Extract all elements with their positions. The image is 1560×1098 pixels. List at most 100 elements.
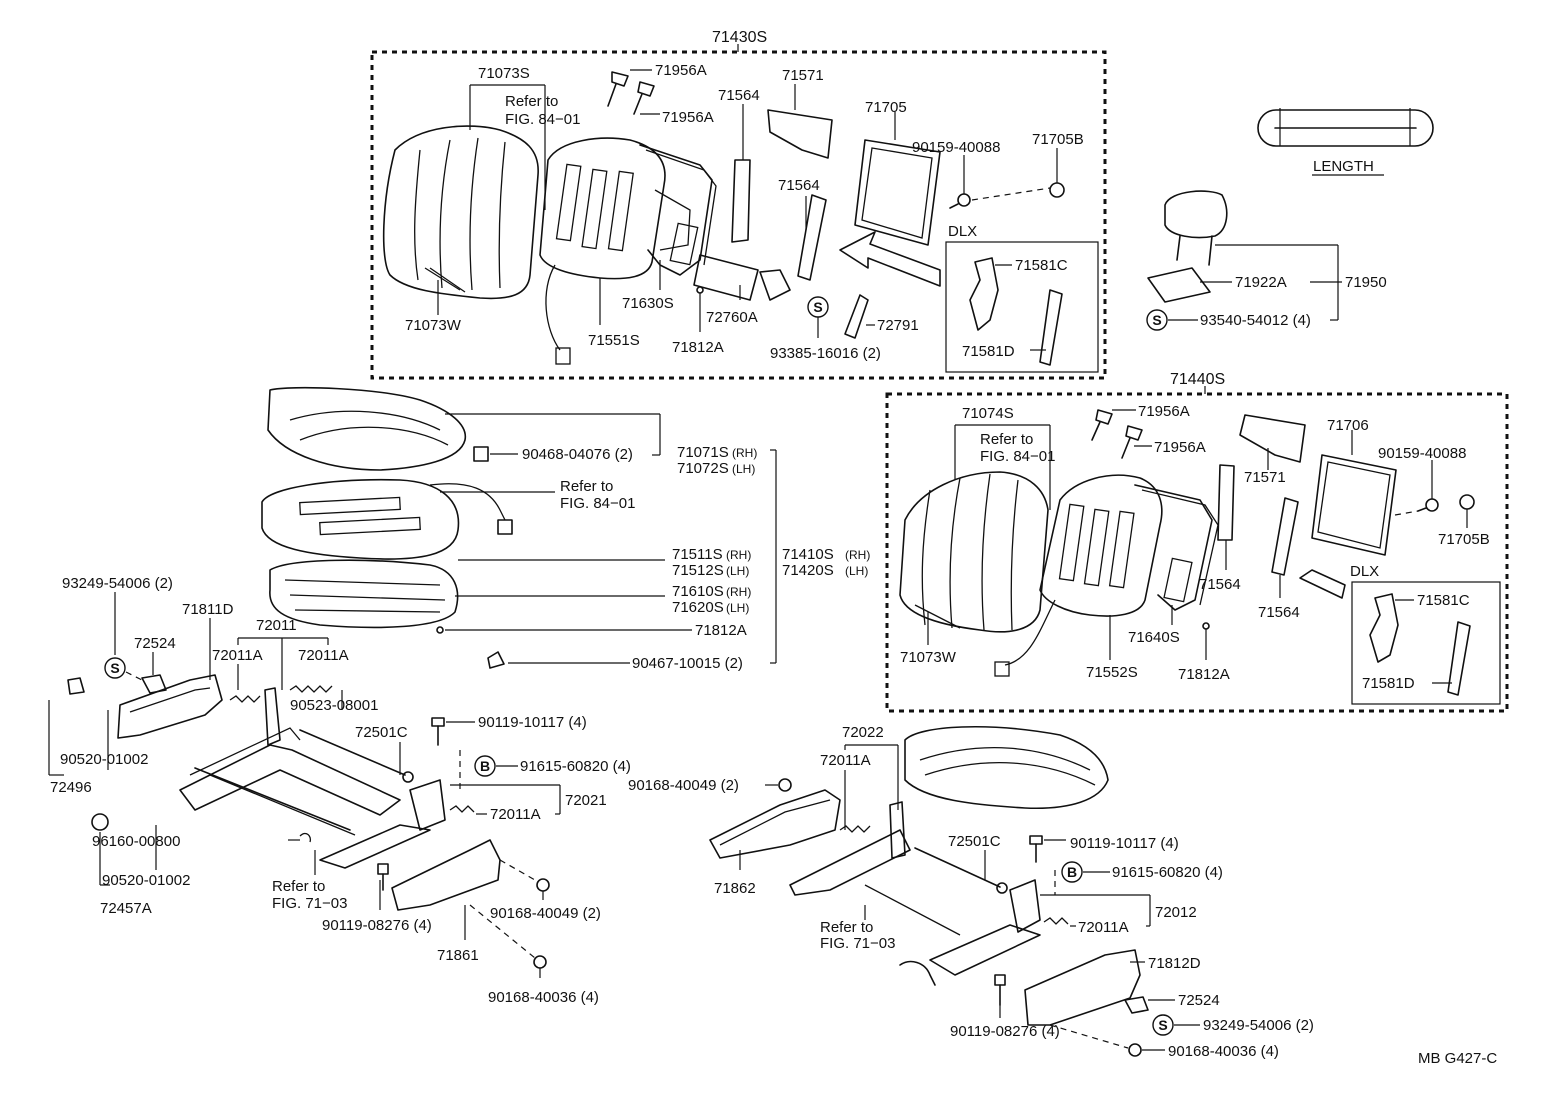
clip-90468 — [473, 446, 489, 462]
seat-track-left — [179, 744, 401, 816]
symbol-s-93540 — [1146, 309, 1168, 331]
label-72011: 72011 — [256, 617, 297, 634]
track-lower-left — [319, 824, 431, 869]
label-72501C-a: 72501C — [355, 724, 408, 741]
dlx-box-b — [1351, 581, 1501, 705]
label-72011A-d: 72011A — [820, 752, 871, 769]
label-71071S-rh: (RH) — [732, 446, 757, 460]
rail-71564-b1 — [1217, 464, 1235, 541]
label-72791: 72791 — [877, 317, 919, 334]
label-71581D-b: 71581D — [1362, 675, 1415, 692]
symbol-s-93385-text: S — [813, 299, 822, 315]
label-71420S-lh: (LH) — [845, 564, 868, 578]
label-71071S: 71071S — [677, 444, 729, 461]
label-71564-b1: 71564 — [1199, 576, 1241, 593]
label-71811D: 71811D — [182, 601, 234, 618]
bolt-90168-40036-b — [1128, 1043, 1142, 1057]
label-71512S: 71512S — [672, 562, 724, 579]
right-adjuster-assembly: 72022 72011A 90168-40049 (2) 71862 72501… — [628, 724, 1314, 1060]
bolt-90159-a — [949, 193, 971, 209]
label-71074S: 71074S — [962, 405, 1014, 422]
part-72524-b — [1124, 996, 1149, 1014]
label-71620S: 71620S — [672, 599, 724, 616]
pin-96160 — [299, 832, 312, 843]
label-72012: 72012 — [1155, 904, 1197, 921]
label-72022: 72022 — [842, 724, 884, 741]
bolt-71956A-4 — [1121, 425, 1143, 459]
label-71620S-lh: (LH) — [726, 601, 749, 615]
spring-72011A-d — [839, 825, 871, 833]
label-ref-fig-7103-b-line1: Refer to — [820, 919, 873, 936]
symbol-s-93249-a — [104, 657, 126, 679]
label-71410S-rh: (RH) — [845, 548, 870, 562]
label-dlx-a: DLX — [948, 223, 977, 240]
label-90159-a: 90159-40088 — [912, 139, 1000, 156]
label-71705B-a: 71705B — [1032, 131, 1084, 148]
bolt-90168-40049-a — [536, 878, 550, 892]
rail-71564-a1 — [731, 159, 751, 243]
label-71956A-4: 71956A — [1154, 439, 1206, 456]
bolt-90119-08276-b — [994, 974, 1006, 1006]
symbol-b-91615-b-text: B — [1067, 864, 1077, 880]
label-71630S: 71630S — [622, 295, 674, 312]
label-ref-fig-8401-a-line2: FIG. 84−01 — [505, 111, 580, 128]
bolt-90168-40036-a — [533, 955, 547, 969]
label-96160: 96160-00800 — [92, 833, 180, 850]
label-72524-a: 72524 — [134, 635, 176, 652]
label-90168-40036-a: 90168-40036 (4) — [488, 989, 599, 1006]
rod-72501C-a — [299, 729, 406, 776]
label-ref-fig-8401-a-line1: Refer to — [505, 93, 558, 110]
label-93540: 93540-54012 (4) — [1200, 312, 1311, 329]
seatback-cover-71074S — [899, 471, 1049, 633]
label-90520-b: 90520-01002 — [102, 872, 190, 889]
headrest-71950 — [1164, 190, 1228, 239]
bolt-71956A-3 — [1091, 409, 1113, 441]
arrow-dlx-b — [1299, 569, 1346, 599]
label-ref-fig-7103-b-line2: FIG. 71−03 — [820, 935, 895, 952]
label-71440S: 71440S — [1170, 371, 1225, 388]
label-93249-b: 93249-54006 (2) — [1203, 1017, 1314, 1034]
rail-71564-b2 — [1271, 497, 1299, 576]
label-71861: 71861 — [437, 947, 479, 964]
recliner-72012 — [1009, 879, 1041, 933]
label-72496: 72496 — [50, 779, 92, 796]
arrow-dlx-a — [839, 231, 941, 287]
label-71552S: 71552S — [1086, 664, 1138, 681]
seatback-pad-71551S — [539, 137, 666, 365]
seat-cushion-assembly: 90468-04076 (2) 71071S (RH) 71072S (LH) … — [261, 386, 870, 672]
label-90119-08276-a: 90119-08276 (4) — [322, 917, 432, 934]
label-length: LENGTH — [1313, 158, 1374, 175]
cap-71705B-b — [1459, 494, 1475, 510]
label-71812A-c: 71812A — [1178, 666, 1230, 683]
label-71705: 71705 — [865, 99, 907, 116]
label-71956A-3: 71956A — [1138, 403, 1190, 420]
label-71705B-b: 71705B — [1438, 531, 1490, 548]
label-ref-fig-8401-c-line1: Refer to — [980, 431, 1033, 448]
label-93249-a: 93249-54006 (2) — [62, 575, 173, 592]
label-71073W-b: 71073W — [900, 649, 957, 666]
plate-71571-b — [1239, 414, 1306, 463]
label-90168-40049-a: 90168-40049 (2) — [490, 905, 601, 922]
label-71571-a: 71571 — [782, 67, 824, 84]
label-90523: 90523-08001 — [290, 697, 378, 714]
symbol-b-91615-a-text: B — [480, 758, 490, 774]
label-71640S: 71640S — [1128, 629, 1180, 646]
seatback-cover-71073S — [382, 125, 539, 300]
label-72011A-e: 72011A — [1078, 919, 1129, 936]
label-93385: 93385-16016 (2) — [770, 345, 881, 362]
label-72457A: 72457A — [100, 900, 152, 917]
symbol-b-91615-a — [474, 755, 496, 777]
panel-71705 — [854, 139, 941, 246]
bolt-90119-08276-a — [377, 863, 389, 891]
label-71073S: 71073S — [478, 65, 530, 82]
label-90168-40049-b: 90168-40049 (2) — [628, 777, 739, 794]
label-ref-fig-8401-c-line2: FIG. 84−01 — [980, 448, 1055, 465]
label-71564-a1: 71564 — [718, 87, 760, 104]
label-71812A-a: 71812A — [672, 339, 724, 356]
label-71564-b2: 71564 — [1258, 604, 1300, 621]
wire-71073W — [429, 267, 466, 293]
label-ref-fig-8401-b-line1: Refer to — [560, 478, 613, 495]
label-71072S-lh: (LH) — [732, 462, 755, 476]
clip-90467 — [487, 651, 505, 669]
